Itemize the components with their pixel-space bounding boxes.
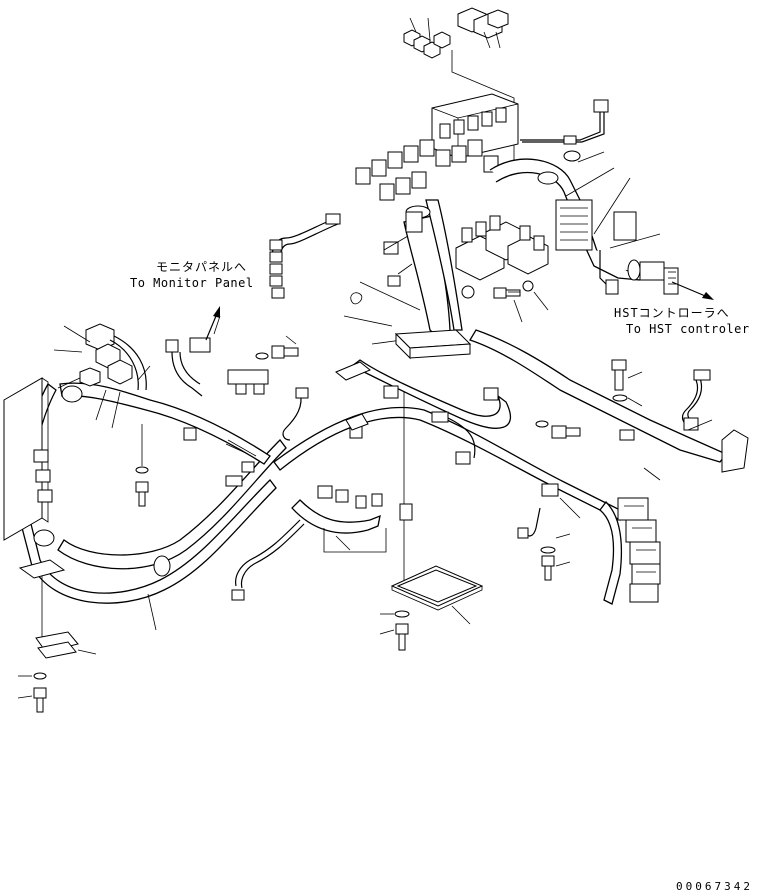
central-trunk [343, 199, 463, 345]
left-harness [19, 382, 287, 604]
left-upper-connectors [53, 323, 151, 429]
top-relay-cluster [403, 7, 515, 178]
fuse-block-slots [439, 107, 507, 139]
monitor-label-en: To Monitor Panel [130, 276, 254, 290]
bolt-bottom [379, 610, 410, 651]
hst-label-jp: HSTコントローラへ [614, 306, 730, 320]
small-relay-right [457, 7, 509, 49]
right-branch [643, 369, 749, 481]
fuse-relay-block [355, 93, 519, 201]
monitor-branch [269, 213, 341, 299]
upper-right-connector [520, 99, 609, 145]
arrow-up-right-icon [213, 306, 220, 318]
hst-connector [627, 259, 679, 295]
small-relay-left [403, 17, 451, 59]
left-bracket [3, 377, 66, 640]
bottom-left-plate [17, 593, 157, 713]
bolt-right [611, 359, 643, 407]
left-center-connectors [165, 315, 309, 455]
mid-connector-bank [455, 215, 549, 311]
arrow-to-monitor [205, 306, 220, 341]
right-connector-bank [599, 497, 661, 605]
hst-label-en: To HST controler [626, 322, 750, 336]
small-clip [399, 503, 413, 521]
center-mount-plate [350, 292, 472, 360]
drawing-number: 00067342 [676, 880, 753, 893]
bolt-center-lower [535, 420, 581, 439]
bottom-tray [390, 565, 484, 625]
bolt-monitor [255, 335, 299, 360]
arrow-right-icon [702, 292, 714, 300]
connector-cluster-top [355, 139, 499, 201]
hst-harness [489, 150, 679, 295]
lower-right-parts [517, 497, 581, 581]
monitor-label-jp: モニタパネルへ [156, 260, 248, 274]
bolt-left [135, 424, 149, 507]
center-left-clamps [225, 361, 387, 601]
arrow-to-hst [671, 281, 714, 300]
bolt-center [493, 287, 523, 323]
